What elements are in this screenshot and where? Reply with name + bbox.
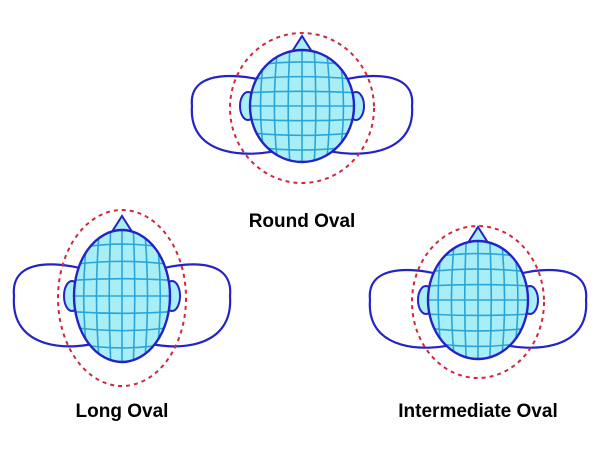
left-wing-shape <box>190 74 285 155</box>
head-intermediate <box>368 225 588 379</box>
grid-line-horizontal <box>428 268 528 273</box>
caption-long-oval: Long Oval <box>75 401 169 422</box>
grid-line-horizontal <box>74 260 170 266</box>
grid-line-horizontal <box>74 326 170 332</box>
grid-line-horizontal <box>250 90 354 94</box>
caption-intermediate-oval: Intermediate Oval <box>398 401 558 422</box>
grid-line-horizontal <box>428 283 528 287</box>
head-long <box>12 209 232 387</box>
grid-line-horizontal <box>74 311 170 315</box>
head-outline <box>426 239 530 361</box>
right-wing-shape <box>139 263 232 348</box>
head-outline <box>248 48 356 164</box>
grid-line-horizontal <box>250 118 354 122</box>
grid-line-horizontal <box>428 327 528 332</box>
grid-line-horizontal <box>250 75 354 80</box>
grid-line-horizontal <box>428 313 528 317</box>
dashed-ring <box>57 209 187 387</box>
head-outline <box>72 228 172 364</box>
dashed-ring <box>229 32 375 184</box>
head-grid <box>428 241 528 359</box>
dashed-ring <box>411 225 545 379</box>
right-wing-shape <box>319 74 414 155</box>
caption-round-oval: Round Oval <box>248 211 356 232</box>
grid-line-horizontal <box>74 277 170 281</box>
left-wing-shape <box>368 268 461 349</box>
head-round <box>190 32 414 184</box>
grid-line-horizontal <box>250 132 354 137</box>
